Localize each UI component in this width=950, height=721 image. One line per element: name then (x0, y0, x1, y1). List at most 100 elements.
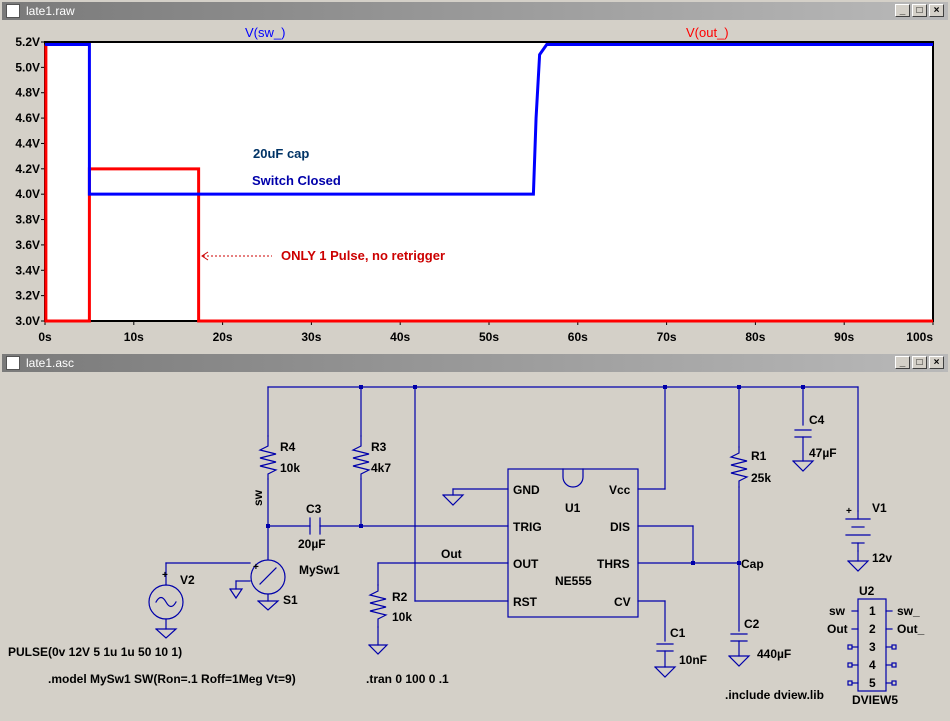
c2-label: C2 (744, 617, 760, 631)
x-tick-label: 10s (124, 330, 144, 344)
maximize-button[interactable]: □ (912, 356, 927, 369)
series-layer (44, 43, 933, 323)
pulse-directive: PULSE(0v 12V 5 1u 1u 50 10 1) (8, 645, 182, 659)
c4-label: C4 (809, 413, 825, 427)
close-button[interactable]: × (929, 356, 944, 369)
u2-pin-2: 2 (869, 622, 876, 636)
v1-label: V1 (872, 501, 887, 515)
r1-value: 25k (751, 471, 771, 485)
thrs-pin-label: THRS (597, 557, 630, 571)
x-tick-label: 0s (38, 330, 52, 344)
y-tick-label: 4.8V (15, 86, 40, 100)
annotation-20uf-cap: 20uF cap (253, 146, 309, 161)
r1-label: R1 (751, 449, 767, 463)
c2-value: 440µF (757, 647, 791, 661)
ne555-label: NE555 (555, 574, 592, 588)
x-tick-label: 90s (834, 330, 854, 344)
gnd-pin-label: GND (513, 483, 540, 497)
waveform-window-title: late1.raw (26, 4, 75, 18)
u2-sw-out-label: sw_ (897, 604, 920, 618)
y-tick-label: 3.6V (15, 238, 40, 252)
r2-label: R2 (392, 590, 408, 604)
cv-pin-label: CV (614, 595, 631, 609)
r4-label: R4 (280, 440, 296, 454)
tran-directive: .tran 0 100 0 .1 (366, 672, 449, 686)
x-axis: 0s 10s 20s 30s 40s 50s 60s 70s 80s 90s 100s (38, 321, 934, 344)
u2-label: U2 (859, 584, 875, 598)
r4-value: 10k (280, 461, 300, 475)
series-line-v-sw[interactable] (45, 43, 933, 196)
u2-pin-5: 5 (869, 676, 876, 690)
schematic-canvas[interactable]: R4 10k R3 4k7 sw C3 20µF MySw1 S1 V2 + +… (0, 373, 950, 721)
maximize-button[interactable]: □ (912, 4, 927, 17)
y-tick-label: 4.0V (15, 187, 40, 201)
y-tick-label: 5.0V (15, 60, 40, 74)
legend-v-sw: V(sw_) (245, 25, 285, 40)
y-axis: 5.2V 5.0V 4.8V 4.6V 4.4V 4.2V 4.0V 3.8V 3.6V 3.4V… (15, 35, 45, 328)
v1-value: 12v (872, 551, 892, 565)
annotation-only-1-pulse: ONLY 1 Pulse, no retrigger (281, 248, 445, 263)
x-tick-label: 30s (301, 330, 321, 344)
waveform-plot[interactable]: V(sw_) V(out_) 5.2V 5.0V 4.8V 4.6V 4.4V 4.2V 4… (0, 20, 950, 350)
y-tick-label: 3.8V (15, 213, 40, 227)
x-tick-label: 60s (568, 330, 588, 344)
out-net-label: Out (441, 547, 462, 561)
mysw-label: MySw1 (299, 563, 340, 577)
waveform-titlebar[interactable]: late1.raw _ □ × (2, 2, 948, 20)
close-button[interactable]: × (929, 4, 944, 17)
y-tick-label: 5.2V (15, 35, 40, 49)
y-tick-label: 3.0V (15, 314, 40, 328)
u2-pin-3: 3 (869, 640, 876, 654)
dis-pin-label: DIS (610, 520, 630, 534)
u2-out-out-label: Out_ (897, 622, 925, 636)
sw-plus: + (253, 562, 259, 573)
include-directive: .include dview.lib (725, 688, 824, 702)
annotation-arrow (201, 251, 272, 261)
out-pin-label: OUT (513, 557, 539, 571)
model-directive: .model MySw1 SW(Ron=.1 Roff=1Meg Vt=9) (48, 672, 296, 686)
waveform-window: late1.raw _ □ × V(sw_) V(out_) 5.2V 5.0V 4… (0, 0, 950, 350)
x-tick-label: 50s (479, 330, 499, 344)
c1-label: C1 (670, 626, 686, 640)
s1-label: S1 (283, 593, 298, 607)
y-tick-label: 4.2V (15, 162, 40, 176)
u2-pin-1: 1 (869, 604, 876, 618)
u2-pin-4: 4 (869, 658, 876, 672)
x-tick-label: 70s (657, 330, 677, 344)
waveform-icon (6, 4, 20, 18)
annotation-switch-closed: Switch Closed (252, 173, 341, 188)
schematic-icon (6, 356, 20, 370)
c4-value: 47µF (809, 446, 837, 460)
r2-value: 10k (392, 610, 412, 624)
dview-label: DVIEW5 (852, 693, 898, 707)
v2-plus: + (162, 570, 168, 581)
x-tick-label: 80s (745, 330, 765, 344)
x-tick-label: 20s (213, 330, 233, 344)
rst-pin-label: RST (513, 595, 538, 609)
c3-label: C3 (306, 502, 322, 516)
vcc-pin-label: Vcc (609, 483, 631, 497)
v1-plus: + (846, 506, 852, 517)
c1-value: 10nF (679, 653, 707, 667)
y-tick-label: 4.6V (15, 111, 40, 125)
cap-net-label: Cap (741, 557, 764, 571)
r3-label: R3 (371, 440, 387, 454)
u2-sw-label: sw (829, 604, 846, 618)
schematic-window-title: late1.asc (26, 356, 75, 370)
y-tick-label: 3.4V (15, 263, 40, 277)
y-tick-label: 4.4V (15, 136, 40, 150)
c3-value: 20µF (298, 537, 326, 551)
v2-label: V2 (180, 573, 195, 587)
schematic-titlebar[interactable]: late1.asc _ □ × (2, 354, 948, 372)
junctions (266, 385, 805, 565)
x-tick-label: 40s (390, 330, 410, 344)
minimize-button[interactable]: _ (895, 4, 910, 17)
schematic-window: late1.asc _ □ × (0, 352, 950, 721)
x-tick-label: 100s (906, 330, 933, 344)
plot-area[interactable] (44, 41, 934, 322)
series-line-v-out[interactable] (44, 44, 933, 323)
r3-value: 4k7 (371, 461, 391, 475)
sw-net-label: sw (251, 489, 265, 506)
minimize-button[interactable]: _ (895, 356, 910, 369)
legend-v-out: V(out_) (686, 25, 729, 40)
